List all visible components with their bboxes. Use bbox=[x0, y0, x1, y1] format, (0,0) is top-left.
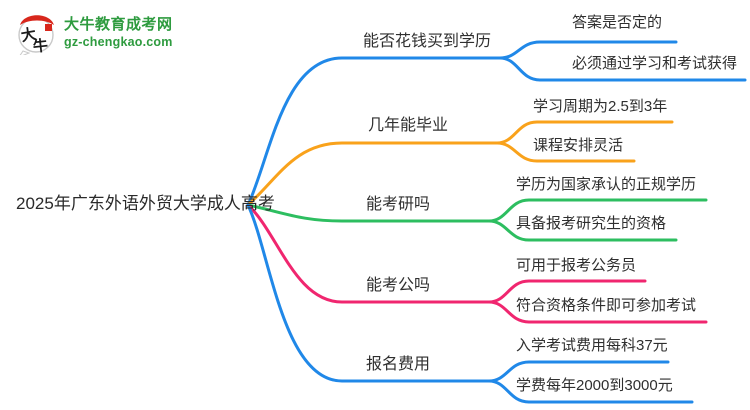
leaf-line bbox=[487, 219, 678, 242]
branch-line bbox=[246, 141, 499, 207]
branch-label-postgrad: 能考研吗 bbox=[366, 196, 431, 213]
root-node: 2025年广东外语外贸大学成人高考 bbox=[16, 194, 275, 213]
leaf-line bbox=[487, 379, 694, 404]
site-domain[interactable]: gz-chengkao.com bbox=[64, 35, 173, 49]
branch-line bbox=[246, 203, 491, 223]
branch-label-fees: 报名费用 bbox=[366, 356, 431, 373]
leaf-label: 符合资格条件即可参加考试 bbox=[516, 297, 697, 314]
leaf-label: 具备报考研究生的资格 bbox=[516, 215, 667, 232]
site-logo[interactable]: 大 牛 大牛教育成考网 gz-chengkao.com bbox=[14, 9, 173, 55]
leaf-label: 必须通过学习和考试获得 bbox=[572, 55, 738, 72]
site-name[interactable]: 大牛教育成考网 bbox=[64, 16, 173, 33]
leaf-label: 学历为国家承认的正规学历 bbox=[516, 176, 697, 193]
leaf-label: 答案是否定的 bbox=[572, 14, 663, 31]
leaf-label: 课程安排灵活 bbox=[533, 137, 624, 154]
svg-text:牛: 牛 bbox=[32, 36, 49, 55]
leaf-label: 入学考试费用每科37元 bbox=[516, 337, 668, 354]
branch-line bbox=[246, 56, 502, 207]
leaf-label: 学习周期为2.5到3年 bbox=[533, 98, 668, 115]
branch-line bbox=[246, 203, 491, 304]
branch-label-civil-exam: 能考公吗 bbox=[366, 277, 431, 294]
branch-line bbox=[246, 203, 491, 383]
leaf-label: 学费每年2000到3000元 bbox=[516, 377, 673, 394]
leaf-label: 可用于报考公务员 bbox=[516, 257, 637, 274]
leaf-line bbox=[487, 300, 708, 324]
daniu-logo-icon: 大 牛 bbox=[18, 15, 54, 55]
branch-label-graduation: 几年能毕业 bbox=[368, 117, 449, 134]
leaf-line bbox=[498, 56, 747, 82]
leaf-line bbox=[495, 141, 636, 163]
branch-label-buy-degree: 能否花钱买到学历 bbox=[363, 33, 492, 50]
svg-text:大: 大 bbox=[20, 25, 38, 45]
